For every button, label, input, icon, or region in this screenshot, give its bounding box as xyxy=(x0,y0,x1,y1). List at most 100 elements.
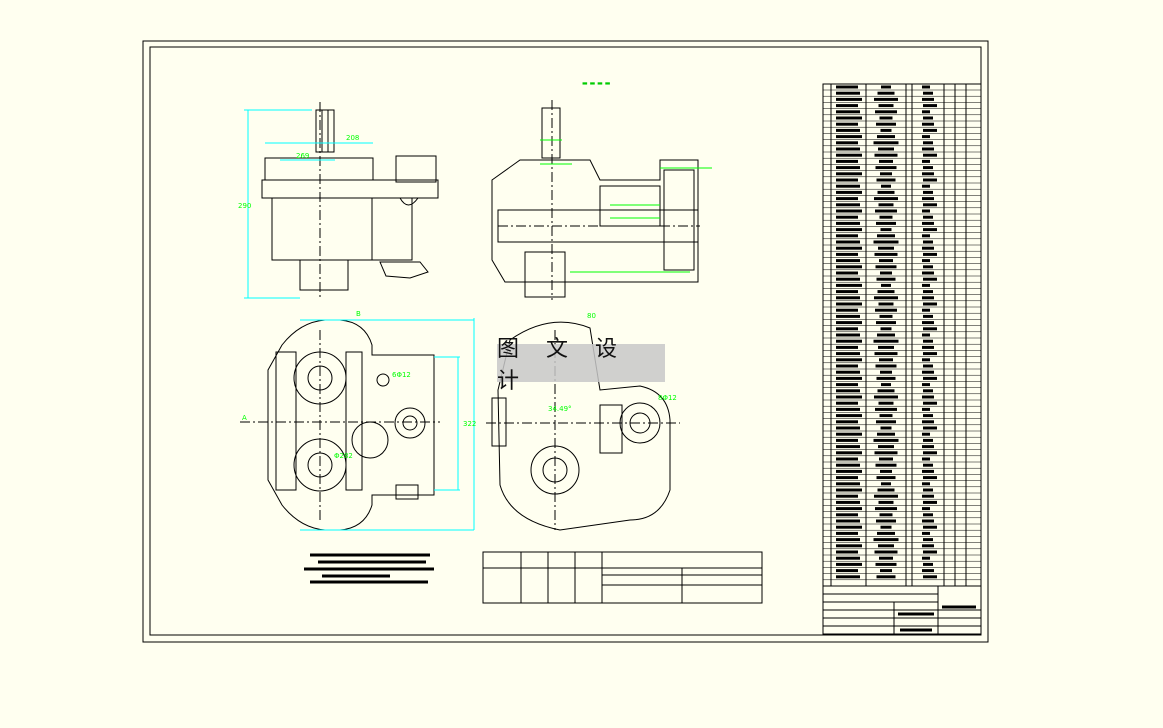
parts-row-name xyxy=(877,432,895,436)
parts-row-code xyxy=(836,513,858,517)
parts-row-code xyxy=(836,197,858,201)
parts-row-code xyxy=(836,141,858,145)
parts-row-material xyxy=(923,451,937,455)
front-view xyxy=(261,102,439,300)
parts-row-code xyxy=(836,389,860,393)
parts-row-name xyxy=(878,246,894,250)
parts-row-code xyxy=(836,531,858,535)
parts-row-name xyxy=(877,488,895,492)
parts-row-code xyxy=(836,110,860,114)
parts-row-code xyxy=(836,128,860,132)
parts-row-material xyxy=(923,463,933,467)
parts-row-code xyxy=(836,172,862,176)
parts-row-code xyxy=(836,91,860,95)
parts-row-material xyxy=(922,507,930,511)
parts-row-code xyxy=(836,271,858,275)
parts-row-code xyxy=(836,451,862,455)
parts-row-name xyxy=(878,500,894,504)
parts-row-code xyxy=(836,519,860,523)
parts-row-name xyxy=(880,525,892,529)
parts-row-name xyxy=(879,556,893,560)
parts-row-name xyxy=(879,358,893,362)
parts-row-code xyxy=(836,556,860,560)
dim-phi282: Φ282 xyxy=(334,452,353,460)
parts-row-material xyxy=(922,383,930,387)
top-view xyxy=(240,319,440,531)
parts-row-code xyxy=(836,252,858,256)
parts-row-name xyxy=(880,469,892,473)
parts-row-code xyxy=(836,482,860,486)
parts-row-material xyxy=(923,352,937,356)
parts-row-name xyxy=(878,302,894,306)
dim-B: B xyxy=(356,310,361,318)
parts-row-code xyxy=(836,401,858,405)
parts-row-code xyxy=(836,321,862,325)
parts-row-code xyxy=(836,259,860,263)
parts-row-material xyxy=(922,321,934,325)
parts-row-name xyxy=(874,296,898,300)
title-block-text xyxy=(898,605,976,632)
parts-row-material xyxy=(923,538,933,542)
parts-row-code xyxy=(836,562,862,566)
parts-row-material xyxy=(923,513,933,517)
parts-row-code xyxy=(836,407,860,411)
parts-row-name xyxy=(880,172,892,176)
parts-row-code xyxy=(836,215,858,219)
parts-row-name xyxy=(873,538,899,542)
parts-row-material xyxy=(923,525,937,529)
parts-row-code xyxy=(836,234,858,238)
parts-row-material xyxy=(922,296,934,300)
parts-row-name xyxy=(880,128,892,132)
parts-row-code xyxy=(836,507,862,511)
parts-row-material xyxy=(922,432,930,436)
parts-row-material xyxy=(922,395,934,399)
parts-row-material xyxy=(922,135,930,139)
parts-row-material xyxy=(922,234,930,238)
parts-row-code xyxy=(836,457,858,461)
parts-row-code xyxy=(836,308,858,312)
parts-row-name xyxy=(878,544,894,548)
parts-row-material xyxy=(923,153,937,157)
parts-row-material xyxy=(922,531,930,535)
section-view-annotations xyxy=(540,139,712,273)
parts-row-material xyxy=(922,246,934,250)
parts-row-material xyxy=(922,333,930,337)
parts-row-code xyxy=(836,538,860,542)
parts-row-name xyxy=(874,153,898,157)
parts-row-code xyxy=(836,178,858,182)
parts-row-code xyxy=(836,488,862,492)
parts-row-name xyxy=(880,370,892,374)
parts-row-code xyxy=(836,569,858,573)
parts-row-name xyxy=(880,426,892,430)
parts-row-name xyxy=(874,197,898,201)
parts-row-material xyxy=(922,209,930,213)
parts-row-material xyxy=(922,544,934,548)
parts-row-material xyxy=(923,228,937,232)
parts-row-name xyxy=(875,364,897,368)
parts-row-name xyxy=(874,494,898,498)
parts-row-material xyxy=(923,575,937,579)
parts-row-name xyxy=(877,234,895,238)
parts-row-code xyxy=(836,476,858,480)
parts-row-name xyxy=(873,339,899,343)
parts-row-code xyxy=(836,376,862,380)
parts-row-material xyxy=(923,104,937,108)
parts-row-name xyxy=(875,562,897,566)
dim-angle: 34.49° xyxy=(548,405,572,413)
parts-row-name xyxy=(874,252,898,256)
parts-row-material xyxy=(922,482,930,486)
parts-row-name xyxy=(875,507,897,511)
parts-row-material xyxy=(922,358,930,362)
side-view xyxy=(486,321,680,531)
parts-row-name xyxy=(874,97,898,101)
parts-row-material xyxy=(922,407,930,411)
parts-row-name xyxy=(875,407,897,411)
parts-list-rows xyxy=(823,85,981,581)
dim-269: 269 xyxy=(296,152,309,160)
parts-row-code xyxy=(836,438,858,442)
parts-row-code xyxy=(836,358,862,362)
parts-row-name xyxy=(877,531,895,535)
parts-row-code xyxy=(836,445,860,449)
parts-row-name xyxy=(876,321,896,325)
